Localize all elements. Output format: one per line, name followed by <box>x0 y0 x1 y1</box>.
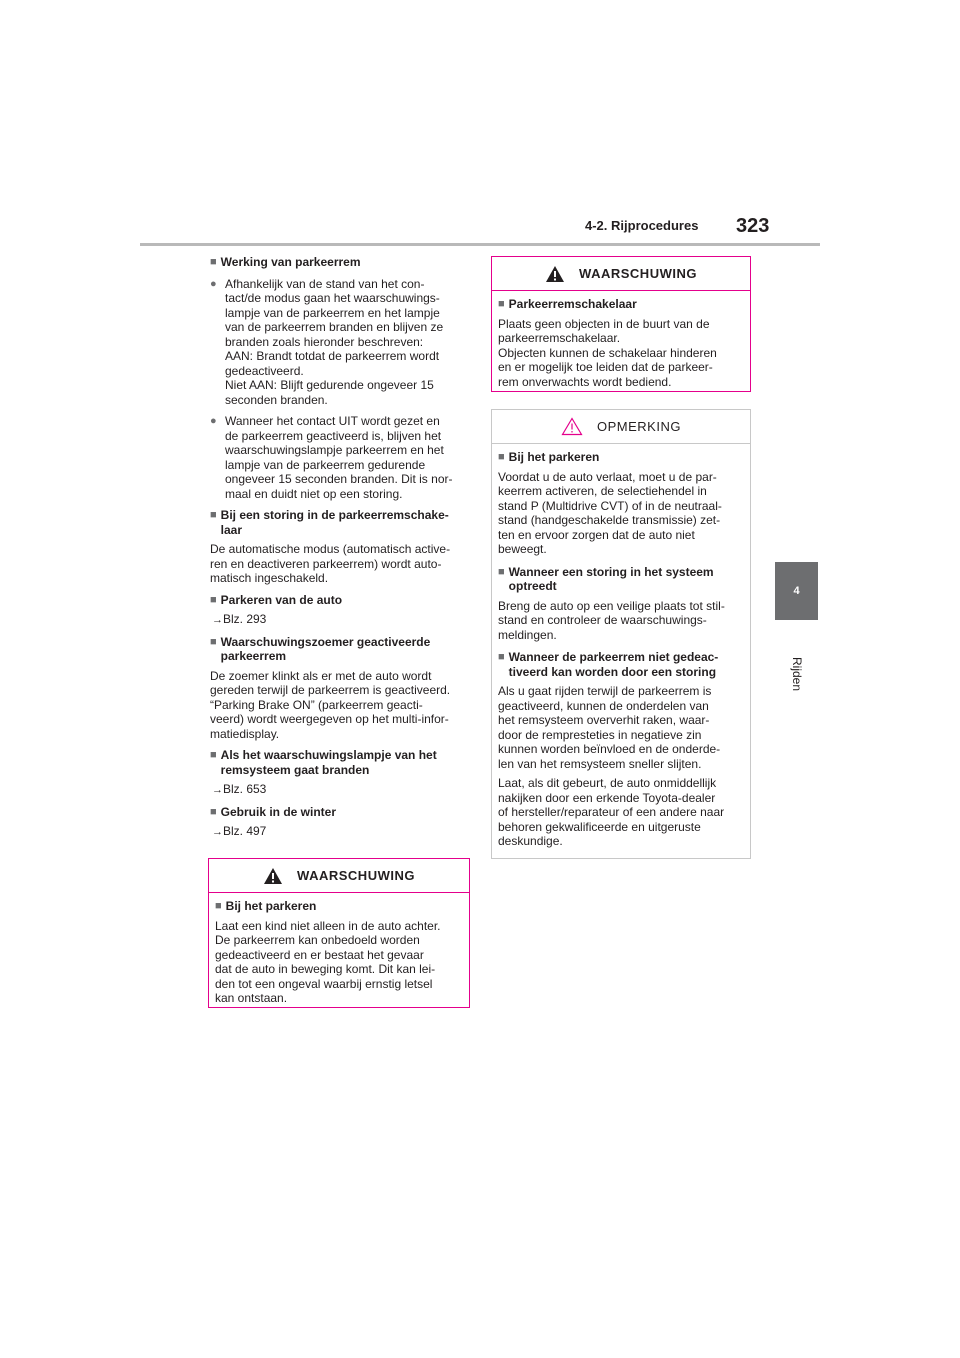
paragraph: De zoemer klinkt als er met de auto word… <box>210 668 451 741</box>
warning-box: WAARSCHUWING ■Bij het parkeren Laat een … <box>208 858 470 1008</box>
square-bullet-icon: ■ <box>210 509 217 521</box>
warning-heading: ■Bij het parkeren <box>215 899 317 913</box>
square-bullet-icon: ■ <box>210 256 217 268</box>
warning-heading: ■Parkeerremschakelaar <box>498 297 637 311</box>
page-number: 323 <box>736 215 770 237</box>
square-bullet-icon: ■ <box>210 805 217 818</box>
circle-bullet-icon: ● <box>210 415 217 427</box>
page-reference: →Blz. 497 <box>212 824 267 838</box>
paragraph: De automatische modus (automatisch activ… <box>210 542 451 585</box>
heading-winter: ■Gebruik in de winter <box>210 804 337 819</box>
warning-triangle-icon <box>545 265 565 283</box>
left-column: ■Werking van parkeerrem ● Afhankelijk va… <box>210 255 472 840</box>
warning-triangle-icon <box>561 417 583 436</box>
square-bullet-icon: ■ <box>498 565 505 578</box>
page-reference: →Blz. 653 <box>212 782 267 796</box>
chapter-tab: 4 <box>775 562 818 620</box>
paragraph: Laat, als dit gebeurt, de auto onmiddell… <box>498 776 725 848</box>
square-bullet-icon: ■ <box>210 749 217 761</box>
square-bullet-icon: ■ <box>498 298 505 310</box>
heading-parkeren: ■Parkeren van de auto <box>210 592 343 607</box>
section-title: 4-2. Rijprocedures <box>585 218 699 233</box>
paragraph: Als u gaat rijden terwijl de parkeerrem … <box>498 684 721 771</box>
note-box-header: OPMERKING <box>492 410 750 444</box>
heading-storing: ■Bij een storing in de parkeerremschake-… <box>210 508 449 537</box>
square-bullet-icon: ■ <box>210 635 217 648</box>
circle-bullet-icon: ● <box>210 277 217 290</box>
square-bullet-icon: ■ <box>498 651 505 663</box>
warning-box: WAARSCHUWING ■Parkeerremschakelaar Plaat… <box>491 256 751 392</box>
paragraph: Voordat u de auto verlaat, moet u de par… <box>498 469 722 557</box>
note-heading: ■Bij het parkeren <box>498 450 600 464</box>
chapter-label: Rijden <box>790 656 804 692</box>
square-bullet-icon: ■ <box>210 593 217 606</box>
warning-box-body: ■Bij het parkeren Laat een kind niet all… <box>209 893 469 1014</box>
warning-box-header: WAARSCHUWING <box>209 859 469 893</box>
warning-triangle-icon <box>263 867 283 885</box>
arrow-right-icon: → <box>212 614 223 626</box>
arrow-right-icon: → <box>212 826 223 838</box>
warning-box-body: ■Parkeerremschakelaar Plaats geen object… <box>492 291 750 397</box>
square-bullet-icon: ■ <box>498 451 505 463</box>
page-reference: →Blz. 293 <box>212 612 267 626</box>
chapter-number: 4 <box>793 585 800 597</box>
note-box-body: ■Bij het parkeren Voordat u de auto verl… <box>492 444 750 857</box>
square-bullet-icon: ■ <box>215 900 222 912</box>
warning-box-header: WAARSCHUWING <box>492 257 750 291</box>
heading-werking: ■Werking van parkeerrem <box>210 255 361 269</box>
bullet-item: ● Wanneer het contact UIT wordt gezet en… <box>210 414 453 501</box>
header-rule <box>140 243 820 246</box>
note-heading: ■Wanneer de parkeerrem niet gedeac-tivee… <box>498 650 719 679</box>
note-box: OPMERKING ■Bij het parkeren Voordat u de… <box>491 409 751 859</box>
bullet-item: ● Afhankelijk van de stand van het con-t… <box>210 276 444 407</box>
arrow-right-icon: → <box>212 784 223 796</box>
paragraph: Breng de auto op een veilige plaats tot … <box>498 598 725 642</box>
